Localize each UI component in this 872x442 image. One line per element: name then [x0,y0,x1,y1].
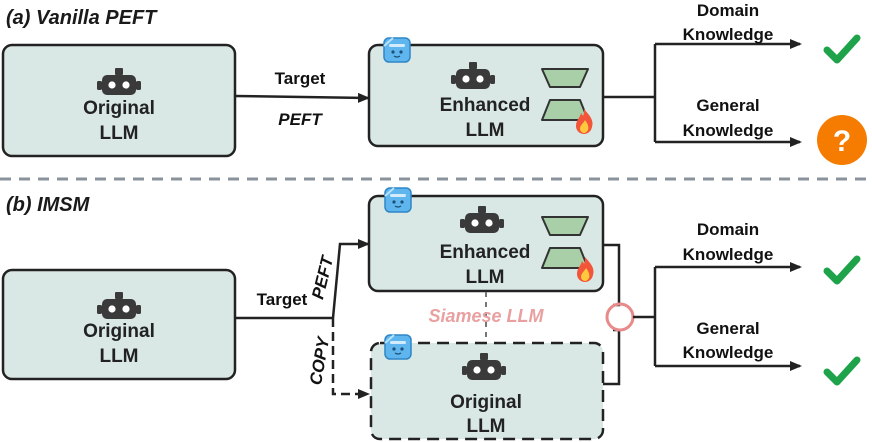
question-icon: ? [817,115,867,165]
panel-b-output-general-line2: Knowledge [683,343,774,362]
frozen-icon [384,334,412,360]
panel-b-split-connector [235,239,370,399]
panel-b-peft-label: PEFT [308,253,337,301]
panel-b-output-domain-line2: Knowledge [683,245,774,264]
panel-a-output-general-line1: General [696,96,759,115]
panel-b-merge-lines [603,243,621,386]
box-label-line2: LLM [99,346,138,367]
panel-b-frozen-original-llm-box: Original LLM [369,341,605,441]
panel-b-output-branch [633,262,802,371]
panel-a-enhanced-llm-box: Enhanced LLM [367,43,605,148]
check-icon [827,360,857,382]
box-label-line1: Original [83,98,155,119]
box-label-line1: Original [450,392,522,413]
panel-a-target-label: Target [275,69,326,88]
box-label-line2: LLM [99,123,138,144]
panel-a-output-general-line2: Knowledge [683,121,774,140]
svg-text:?: ? [833,125,851,158]
panel-a-original-llm-box: Original LLM [1,43,237,158]
siamese-llm-label: Siamese LLM [428,306,544,326]
box-label-line2: LLM [466,416,505,437]
panel-a-output-domain-line1: Domain [697,1,759,20]
box-label-line1: Enhanced [440,242,531,263]
check-icon [827,38,857,60]
frozen-icon [383,37,411,63]
panel-b-title: (b) IMSM [6,194,91,216]
panel-b-original-llm-box: Original LLM [1,268,237,381]
fusion-circle [605,302,635,332]
panel-a-output-branch [603,39,802,147]
panel-a-output-domain-line2: Knowledge [683,25,774,44]
box-label-line2: LLM [465,120,504,141]
panel-b-copy-label: COPY [306,334,333,386]
panel-a-title: (a) Vanilla PEFT [6,7,158,29]
panel-b-target-label: Target [257,290,308,309]
box-label-line2: LLM [465,267,504,288]
frozen-icon [384,187,412,213]
panel-a-peft-label: PEFT [278,110,323,129]
box-label-line1: Enhanced [440,95,531,116]
panel-a-peft-arrow [234,92,370,103]
panel-b-output-domain-line1: Domain [697,220,759,239]
panel-b-output-general-line1: General [696,319,759,338]
box-label-line1: Original [83,321,155,342]
check-icon [827,259,857,281]
panel-b-enhanced-llm-box: Enhanced LLM [367,194,605,293]
